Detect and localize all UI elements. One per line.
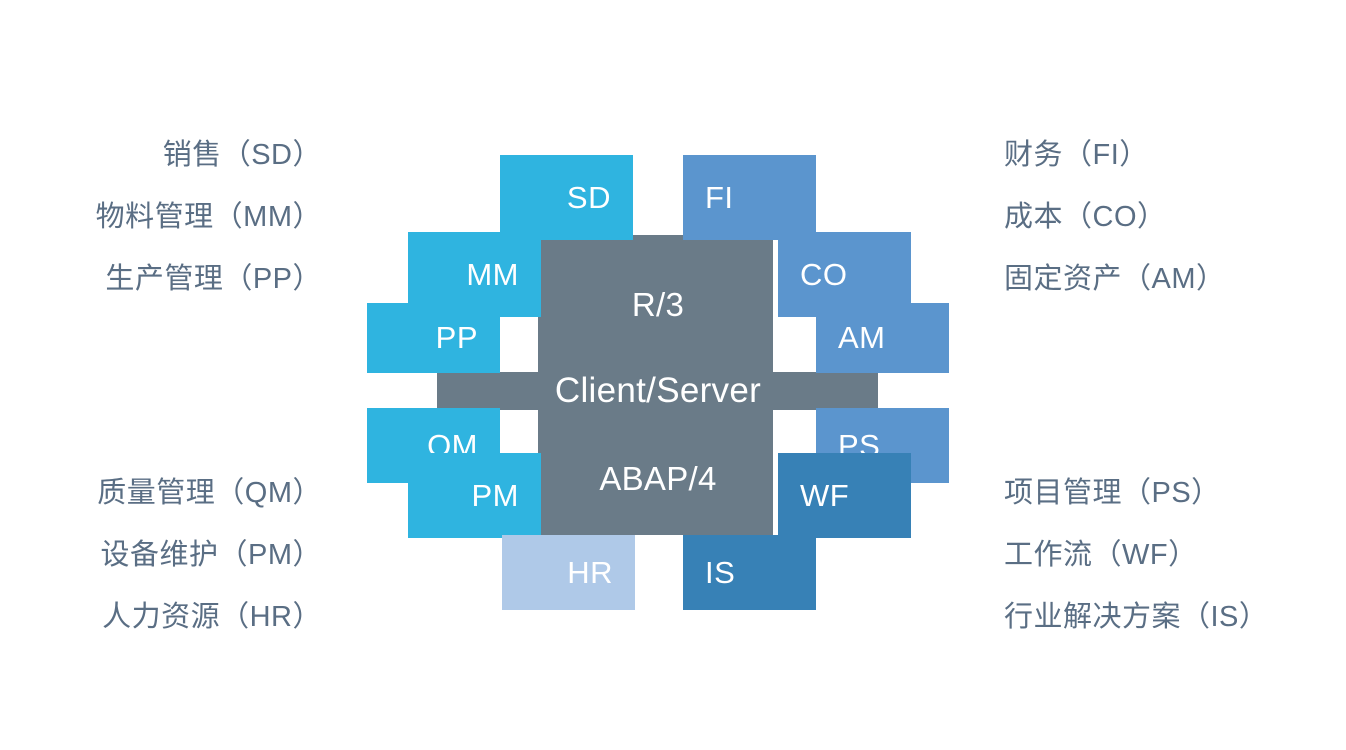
- sap-module-diagram: R/3 Client/Server ABAP/4 SD MM PP QM PM …: [367, 155, 949, 610]
- caption-group-top-right: 财务（FI） 成本（CO） 固定资产（AM）: [1004, 124, 1226, 310]
- module-tile-fi-label: FI: [705, 179, 734, 215]
- module-tile-is-label: IS: [705, 554, 736, 590]
- caption-line-hr: 人力资源（HR）: [102, 601, 322, 633]
- caption-line-mm: 物料管理（MM）: [95, 201, 322, 233]
- caption-line-wf: 工作流（WF）: [1004, 539, 1198, 571]
- module-tile-wf[interactable]: WF: [778, 453, 911, 538]
- module-tile-pp[interactable]: PP: [367, 303, 500, 373]
- module-tile-sd-label: SD: [566, 179, 611, 215]
- caption-group-bottom-left: 质量管理（QM） 设备维护（PM） 人力资源（HR）: [97, 462, 322, 648]
- caption-line-sd: 销售（SD）: [162, 139, 322, 171]
- module-tile-mm-label: MM: [466, 256, 519, 292]
- caption-line-pm: 设备维护（PM）: [100, 539, 322, 571]
- module-tile-pm[interactable]: PM: [408, 453, 541, 538]
- caption-group-bottom-right: 项目管理（PS） 工作流（WF） 行业解决方案（IS）: [1004, 462, 1268, 648]
- core-label-abap4: ABAP/4: [599, 460, 717, 497]
- caption-line-qm: 质量管理（QM）: [97, 477, 322, 509]
- core-label-r3: R/3: [631, 286, 685, 323]
- caption-line-fi: 财务（FI）: [1004, 139, 1149, 171]
- module-tile-hr[interactable]: HR: [502, 535, 635, 610]
- caption-line-ps: 项目管理（PS）: [1004, 477, 1221, 509]
- module-tile-pp-label: PP: [435, 320, 478, 355]
- module-tile-co-label: CO: [800, 256, 848, 292]
- module-tile-hr-label: HR: [567, 554, 613, 590]
- caption-line-pp: 生产管理（PP）: [105, 263, 322, 295]
- module-tile-co[interactable]: CO: [778, 232, 911, 317]
- module-tile-fi[interactable]: FI: [683, 155, 816, 240]
- caption-line-is: 行业解决方案（IS）: [1004, 601, 1269, 633]
- caption-group-top-left: 销售（SD） 物料管理（MM） 生产管理（PP）: [96, 124, 322, 310]
- module-tile-am[interactable]: AM: [816, 303, 949, 373]
- module-tile-sd[interactable]: SD: [500, 155, 633, 240]
- caption-line-co: 成本（CO）: [1004, 201, 1167, 233]
- core-block-horizontal: [437, 372, 878, 410]
- core-label-client-server: Client/Server: [554, 371, 762, 410]
- caption-line-am: 固定资产（AM）: [1004, 263, 1226, 295]
- module-tile-wf-label: WF: [800, 477, 850, 513]
- module-tile-pm-label: PM: [471, 477, 519, 513]
- module-tile-mm[interactable]: MM: [408, 232, 541, 317]
- module-tile-is[interactable]: IS: [683, 535, 816, 610]
- module-tile-am-label: AM: [838, 320, 886, 355]
